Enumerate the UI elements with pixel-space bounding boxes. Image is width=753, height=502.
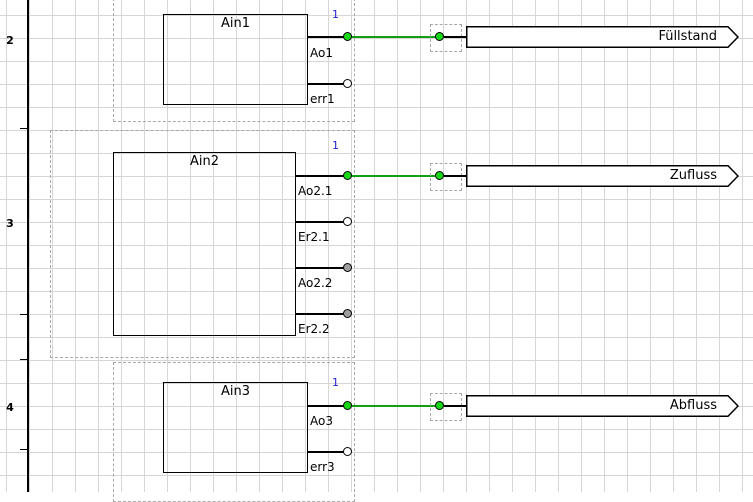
row-label-3: 3	[6, 217, 14, 230]
output-connector-group	[430, 393, 462, 421]
row-label-2: 2	[6, 34, 14, 47]
output-variable-abfluss[interactable]: Abfluss	[466, 395, 739, 417]
pin-label-ao3: Ao3	[310, 414, 333, 428]
block-title: Ain3	[220, 384, 250, 399]
output-pin-er2-1[interactable]	[343, 217, 352, 226]
output-connector-group	[430, 163, 462, 191]
output-connector-group	[430, 24, 462, 52]
function-block-ain1[interactable]: Ain1	[163, 14, 308, 105]
pin-number: 1	[332, 139, 339, 152]
pin-line	[308, 451, 345, 453]
pin-line	[296, 221, 345, 223]
output-pin-err1[interactable]	[343, 79, 352, 88]
connector-stub	[444, 36, 466, 38]
pin-line	[308, 36, 345, 38]
pin-number: 1	[332, 8, 339, 21]
row-divider	[20, 128, 29, 129]
output-variable-zufluss[interactable]: Zufluss	[466, 165, 739, 187]
connector-input-pin[interactable]	[435, 401, 444, 410]
function-block-ain3[interactable]: Ain3	[163, 382, 308, 473]
pin-line	[308, 83, 345, 85]
connector-stub	[444, 175, 466, 177]
output-pin-ao2-2[interactable]	[343, 263, 352, 272]
pin-number: 1	[332, 376, 339, 389]
pin-label-er2-1: Er2.1	[298, 230, 330, 244]
connector-input-pin[interactable]	[435, 171, 444, 180]
block-group-ain2[interactable]	[50, 130, 355, 358]
output-variable-fuellstand[interactable]: Füllstand	[466, 26, 739, 48]
row-ruler	[27, 0, 29, 492]
output-variable-label: Abfluss	[669, 398, 717, 413]
block-group-ain1[interactable]	[113, 0, 355, 122]
wire-ao3-abfluss[interactable]	[352, 405, 438, 407]
output-variable-label: Zufluss	[669, 168, 717, 183]
connector-input-pin[interactable]	[435, 32, 444, 41]
output-variable-label: Füllstand	[658, 29, 717, 44]
connector-stub	[444, 405, 466, 407]
output-pin-ao3[interactable]	[343, 401, 352, 410]
wire-ao2-1-zufluss[interactable]	[352, 175, 438, 177]
row-subtick	[20, 449, 29, 450]
block-title: Ain2	[189, 154, 219, 169]
output-pin-ao2-1[interactable]	[343, 171, 352, 180]
row-subtick	[20, 314, 29, 315]
pin-label-err1: err1	[310, 92, 335, 106]
block-title: Ain1	[220, 16, 250, 31]
pin-label-ao2-1: Ao2.1	[298, 184, 333, 198]
function-block-ain2[interactable]: Ain2	[113, 152, 296, 336]
output-pin-err3[interactable]	[343, 447, 352, 456]
pin-line	[296, 313, 345, 315]
pin-label-ao2-2: Ao2.2	[298, 276, 333, 290]
pin-label-ao1: Ao1	[310, 46, 333, 60]
pin-label-err3: err3	[310, 460, 335, 474]
pin-label-er2-2: Er2.2	[298, 322, 330, 336]
pin-line	[308, 405, 345, 407]
wire-ao1-fuellstand[interactable]	[352, 36, 438, 38]
pin-line	[296, 267, 345, 269]
row-label-4: 4	[6, 401, 14, 414]
pin-line	[296, 175, 345, 177]
output-pin-er2-2[interactable]	[343, 309, 352, 318]
row-divider	[20, 359, 29, 360]
output-pin-ao1[interactable]	[343, 32, 352, 41]
